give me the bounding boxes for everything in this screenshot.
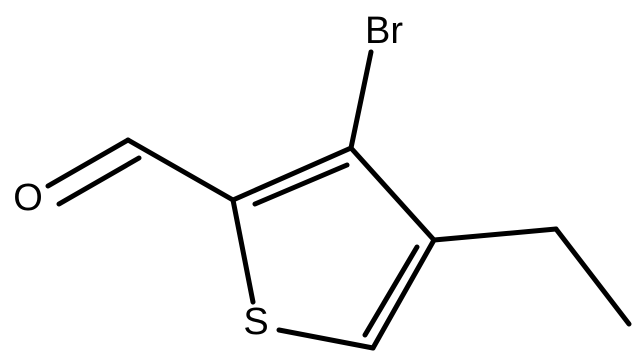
- atom-br-label: Br: [365, 10, 403, 52]
- atom-o-label: O: [13, 177, 43, 219]
- bond-c4-c5-inner: [362, 244, 420, 338]
- bond-c2-c3: [230, 145, 354, 203]
- bond-co-1: [45, 137, 131, 189]
- bond-c4-ch2: [431, 226, 559, 243]
- bond-co-2: [56, 155, 142, 207]
- bond-c3-br: [348, 49, 374, 151]
- bond-ch2-ch3: [553, 226, 632, 327]
- bond-c5-s: [276, 327, 376, 351]
- bond-cho-c2: [125, 137, 236, 203]
- atom-s-label: S: [243, 301, 268, 343]
- bond-c2-c3-inner: [252, 162, 350, 207]
- bond-s-c2: [230, 197, 256, 305]
- bond-c4-c5: [370, 237, 437, 351]
- bond-c3-c4: [348, 145, 437, 243]
